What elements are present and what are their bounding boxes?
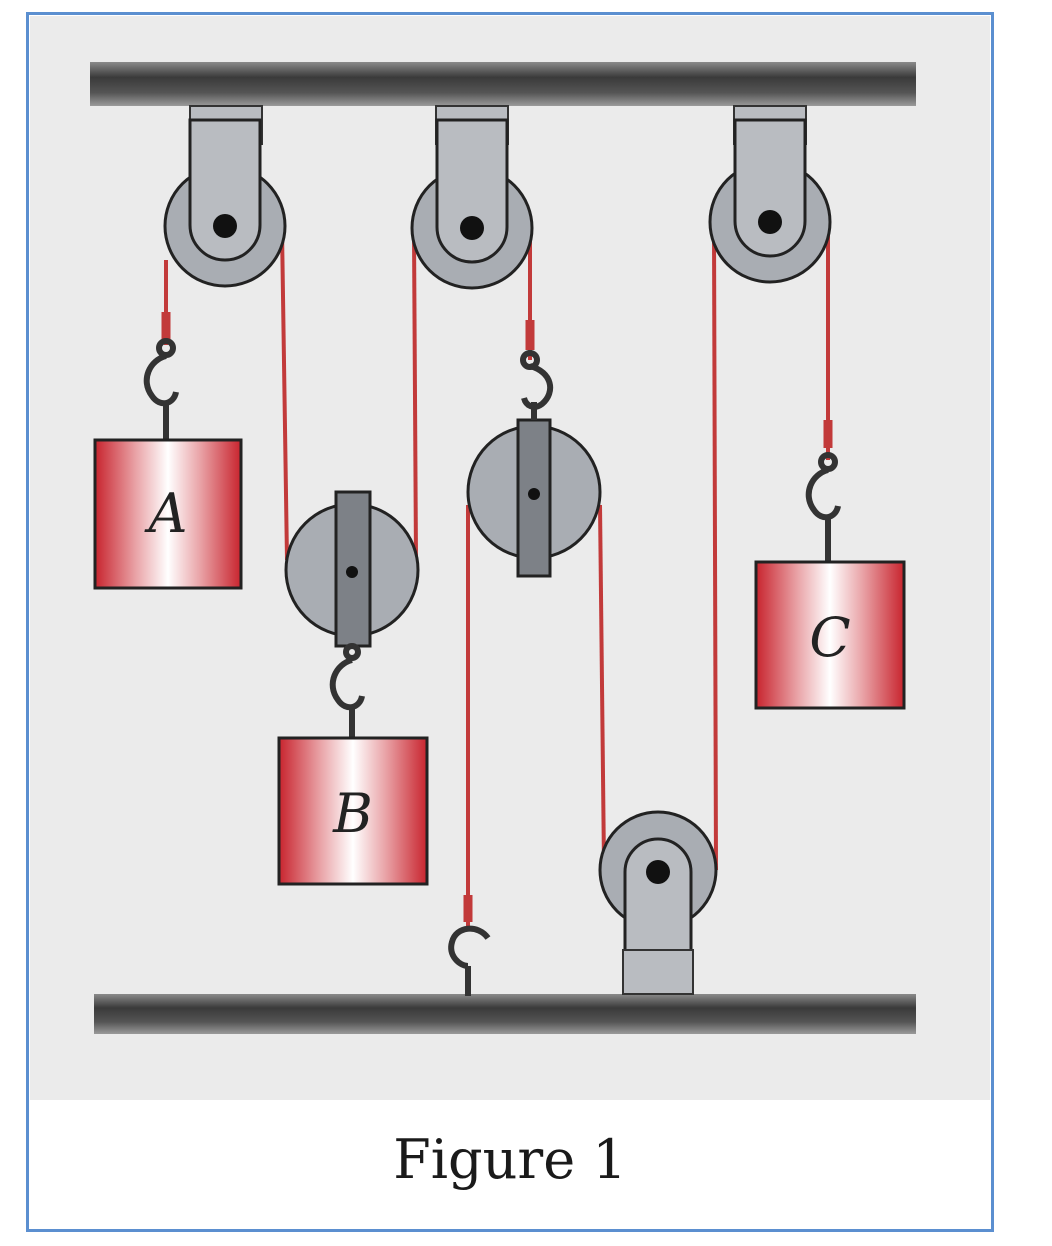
movable-pulley-1 [284, 490, 420, 648]
ceiling-pulley-1 [163, 105, 287, 288]
figure-caption: Figure 1 [393, 1128, 627, 1191]
ropes [164, 224, 830, 930]
ceiling-pulley-3 [708, 105, 832, 284]
hook-floor [448, 925, 491, 996]
block-b-label: B [332, 782, 373, 845]
floor-beam [94, 994, 916, 1034]
hook-a [143, 338, 179, 440]
block-b: B [277, 736, 429, 886]
movable-pulley-2 [466, 418, 602, 578]
hook-c [805, 452, 841, 562]
block-a-label: A [144, 482, 188, 545]
block-a: A [93, 438, 243, 590]
hook-b [329, 643, 365, 738]
hook-pulley-2 [520, 350, 554, 420]
floor-pulley [598, 810, 718, 995]
ceiling-beam [90, 62, 916, 106]
block-c-label: C [809, 606, 850, 669]
ceiling-pulley-2 [410, 105, 534, 290]
block-c: C [754, 560, 906, 710]
